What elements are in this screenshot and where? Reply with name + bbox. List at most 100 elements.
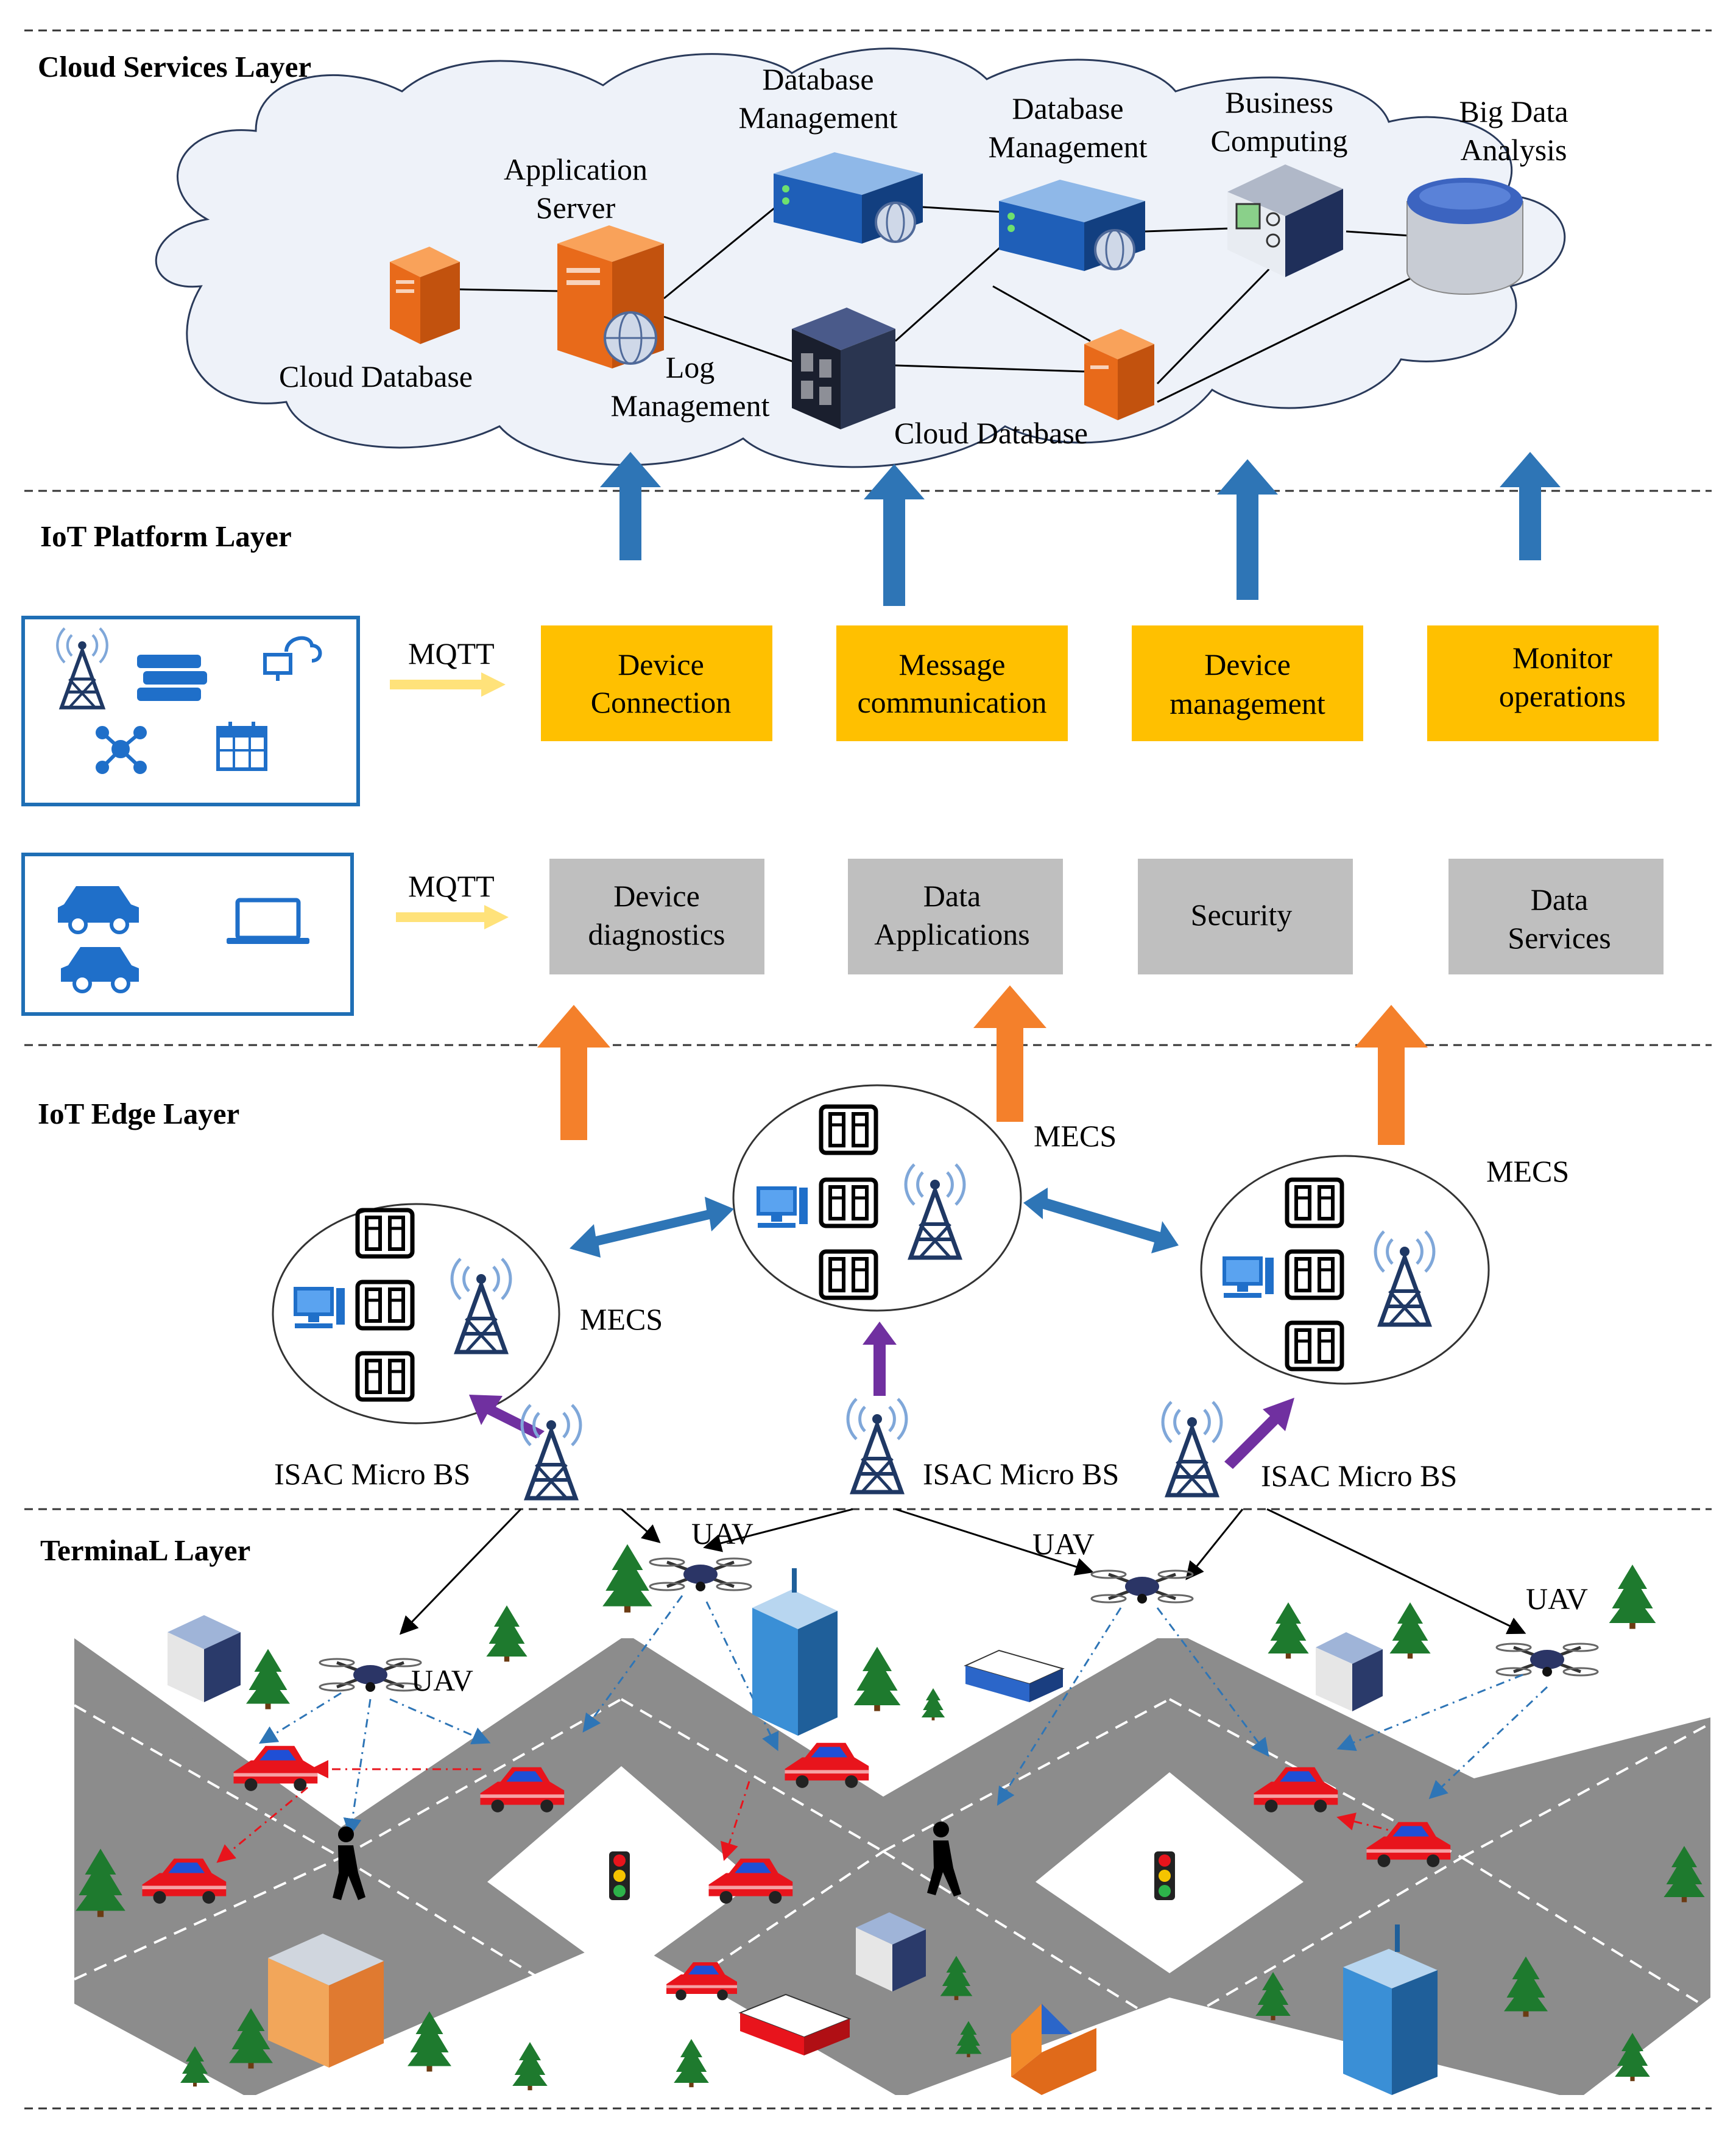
service-box-device-connection: Device Connection	[541, 625, 772, 741]
tree-icon	[1389, 1602, 1431, 1659]
function-box-text-1: Data	[923, 879, 981, 913]
mecs-node-right	[1200, 1155, 1490, 1385]
edge-to-platform-arrows	[537, 985, 1428, 1145]
building-icon	[1011, 2004, 1096, 2095]
business-computing-label-2: Computing	[1210, 124, 1347, 158]
service-box-monitor-operations: Monitor operations	[1427, 625, 1659, 741]
platform-layer-title: IoT Platform Layer	[40, 519, 292, 553]
function-box-text-2: Applications	[874, 917, 1030, 951]
edge-layer-title: IoT Edge Layer	[38, 1097, 239, 1130]
tree-icon	[486, 1605, 528, 1662]
cloud-database-left-icon	[390, 247, 460, 344]
cloud-layer-title: Cloud Services Layer	[38, 50, 311, 83]
traffic-light-icon	[609, 1851, 630, 1900]
mecs-node-center	[732, 1084, 1022, 1312]
database-management-1-label-2: Management	[738, 100, 897, 135]
big-data-analysis-icon	[1406, 178, 1523, 295]
mqtt-label-2: MQTT	[408, 869, 495, 903]
pedestrian-icon	[333, 1826, 365, 1900]
mecs-label-right: MECS	[1486, 1154, 1569, 1188]
cloud-shape	[155, 48, 1566, 468]
car-icon	[58, 886, 139, 934]
isac-bs-tower-center	[848, 1399, 906, 1492]
building-icon	[738, 1993, 852, 2055]
function-box-data-services: Data Services	[1448, 859, 1664, 974]
mecs-interconnect-arrows	[570, 1188, 1179, 1258]
database-management-2-label-1: Database	[1012, 91, 1123, 125]
cloud-connections	[456, 188, 1420, 403]
uav-label-4: UAV	[1526, 1582, 1588, 1616]
function-box-device-diagnostics: Device diagnostics	[549, 859, 764, 974]
bs-to-uav-links	[399, 1508, 1526, 1635]
service-box-text-2: operations	[1499, 679, 1626, 713]
laptop-icon	[227, 898, 309, 944]
mqtt-arrow-2	[396, 905, 509, 929]
device-icon-panel	[21, 853, 354, 1016]
log-server-icon	[792, 308, 895, 429]
function-box-text-2: diagnostics	[588, 917, 725, 951]
mecs-node-left	[272, 1203, 560, 1424]
layer-separators	[24, 29, 1712, 2110]
service-box-device-management: Device management	[1132, 625, 1363, 741]
platform-icon-panel	[21, 616, 360, 806]
isac-bs-label-right: ISAC Micro BS	[1261, 1459, 1457, 1493]
big-data-analysis-label-1: Big Data	[1459, 94, 1568, 129]
traffic-light-icon	[1154, 1851, 1175, 1900]
business-computing-icon	[1227, 164, 1343, 277]
books-icon	[137, 655, 207, 701]
uav-drone-icon	[650, 1558, 751, 1591]
building-icon	[856, 1912, 926, 1991]
pedestrian-icon	[927, 1822, 961, 1896]
database-management-1-label-1: Database	[762, 62, 873, 96]
log-management-label-1: Log	[666, 350, 715, 384]
service-box-text-1: Device	[618, 647, 704, 681]
cloud-database-right-icon	[1084, 329, 1154, 420]
function-box-security: Security	[1138, 859, 1353, 974]
uav-label-1: UAV	[411, 1663, 473, 1697]
isac-bs-tower-right	[1163, 1402, 1221, 1495]
application-server-label-2: Server	[536, 191, 616, 225]
cloud-database-right-label: Cloud Database	[894, 416, 1088, 450]
tree-icon	[1609, 1565, 1656, 1629]
uav-label-2: UAV	[691, 1516, 753, 1551]
network-icon	[96, 726, 147, 774]
function-box-data-applications: Data Applications	[848, 859, 1063, 974]
application-server-label-1: Application	[504, 152, 647, 186]
cloud-computer-icon	[263, 636, 322, 681]
tree-icon	[602, 1544, 652, 1613]
v2v-links	[216, 1760, 1402, 1863]
function-box-text-1: Security	[1191, 898, 1293, 932]
application-server-icon	[557, 225, 664, 368]
terminal-layer-title: TerminaL Layer	[40, 1534, 250, 1567]
service-box-text-1: Monitor	[1512, 641, 1612, 675]
service-box-text-2: Connection	[591, 685, 732, 719]
building-icon	[1316, 1632, 1383, 1711]
platform-to-cloud-arrows	[600, 452, 1561, 606]
service-box-text-2: communication	[857, 685, 1046, 719]
calendar-icon	[216, 722, 267, 771]
uav-label-3: UAV	[1032, 1527, 1095, 1561]
uav-drone-icon	[1092, 1571, 1193, 1604]
service-box-message-communication: Message communication	[836, 625, 1068, 741]
building-icon	[752, 1568, 838, 1736]
isac-bs-label-left: ISAC Micro BS	[274, 1457, 470, 1491]
service-box-text-2: management	[1170, 686, 1325, 720]
mecs-label-center: MECS	[1034, 1119, 1117, 1153]
uav-sensing-links	[258, 1595, 1548, 1837]
building-icon	[964, 1649, 1065, 1702]
isac-bs-label-center: ISAC Micro BS	[923, 1457, 1119, 1491]
bs-to-mecs-arrows	[469, 1322, 1294, 1469]
function-box-text-1: Data	[1531, 882, 1588, 917]
business-computing-label-1: Business	[1225, 85, 1333, 119]
building-icon	[268, 1934, 384, 2068]
function-box-text-2: Services	[1508, 921, 1611, 955]
service-box-text-1: Message	[899, 647, 1006, 681]
tree-icon	[1268, 1602, 1309, 1659]
isac-bs-tower-left	[522, 1405, 580, 1498]
service-box-text-1: Device	[1204, 647, 1291, 681]
big-data-analysis-label-2: Analysis	[1461, 133, 1567, 167]
building-icon	[168, 1615, 241, 1702]
database-management-2-icon	[999, 180, 1145, 271]
database-management-2-label-2: Management	[988, 130, 1147, 164]
database-management-1-icon	[774, 152, 923, 244]
